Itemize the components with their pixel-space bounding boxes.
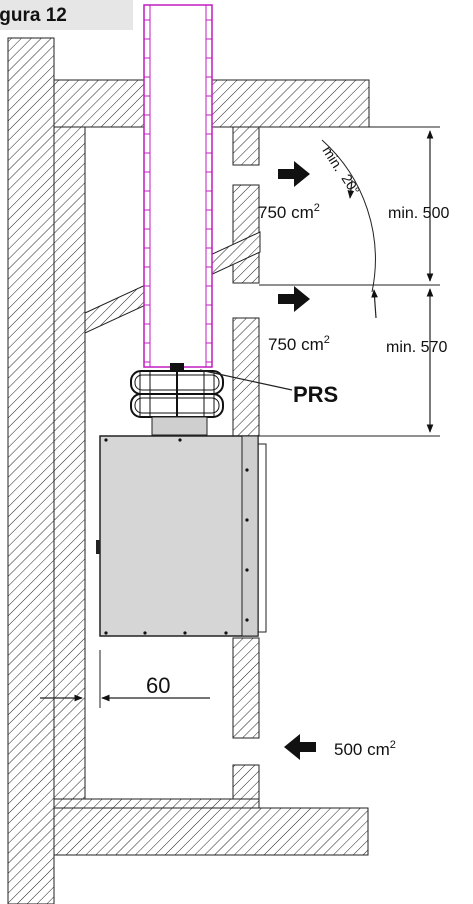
arrow-right-icon [278, 286, 310, 312]
vent-area-lower: 500 cm2 [334, 739, 396, 759]
arrow-right-icon [278, 161, 310, 187]
figure-header-bg [0, 0, 133, 30]
angle-value-label: 20° [338, 171, 363, 197]
vent-area-upper: 750 cm2 [258, 202, 320, 222]
partition-wall-segment [232, 317, 260, 437]
figure-title: igura 12 [0, 5, 67, 26]
ceiling-slab-left [53, 79, 147, 128]
floor-strip [53, 798, 260, 809]
partition-wall-segment [232, 637, 260, 739]
outer-wall [7, 37, 55, 904]
vent-area-middle: 750 cm2 [268, 334, 330, 354]
prs-damper [130, 363, 224, 420]
flue-collar [151, 416, 208, 436]
prs-label: PRS [293, 382, 338, 407]
floor-slab [53, 807, 369, 856]
angle-min-label: min. [319, 143, 347, 174]
arrow-left-icon [284, 734, 316, 760]
dimension-arrow-icon [347, 179, 355, 199]
min-distance-lower: min. 570 [386, 339, 447, 356]
min-distance-upper: min. 500 [388, 205, 449, 222]
appliance-box [96, 435, 267, 637]
flue-pipe [143, 4, 213, 368]
insulation-left [53, 126, 86, 800]
partition-wall-segment [232, 126, 260, 166]
dimension-arrow-icon [371, 289, 378, 319]
angle-arc [321, 139, 376, 293]
prs-leader-line [199, 369, 293, 391]
ceiling-slab-right [211, 79, 370, 128]
clearance-label: 60 [146, 673, 170, 698]
